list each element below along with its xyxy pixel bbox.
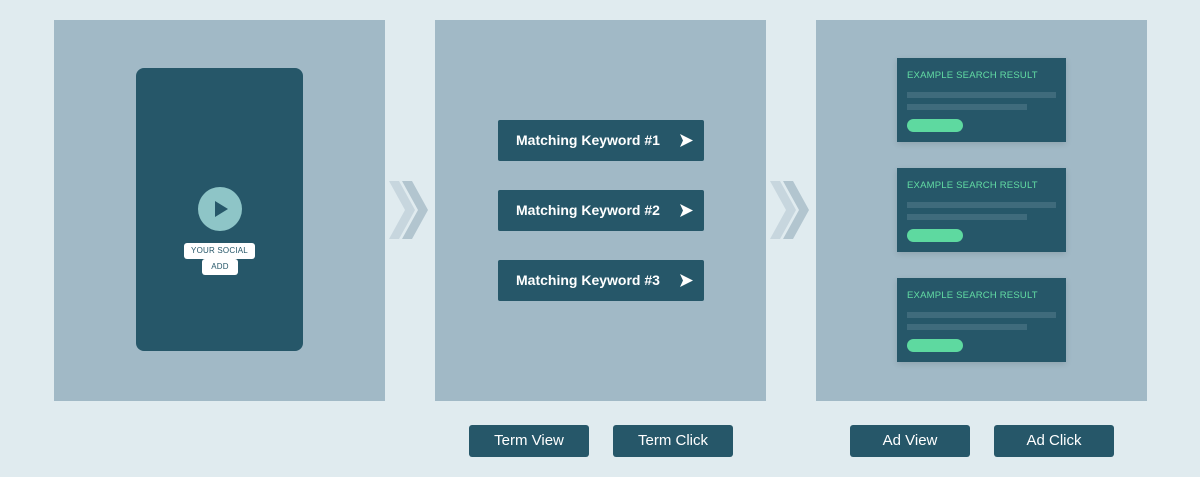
search-results-panel: EXAMPLE SEARCH RESULT EXAMPLE SEARCH RES… — [816, 20, 1147, 401]
keywords-panel: Matching Keyword #1 Matching Keyword #2 … — [435, 20, 766, 401]
send-arrow-icon — [680, 134, 693, 147]
result-cta-button[interactable] — [907, 229, 963, 242]
phone-mockup: YOUR SOCIAL ADD — [136, 68, 303, 351]
term-view-button[interactable]: Term View — [469, 425, 589, 457]
double-chevron-right-icon — [770, 181, 809, 239]
keyword-label: Matching Keyword #3 — [516, 272, 660, 288]
ad-view-button[interactable]: Ad View — [850, 425, 970, 457]
social-ad-label-line-1: YOUR SOCIAL — [184, 243, 255, 259]
play-icon — [215, 201, 228, 217]
social-ad-panel: YOUR SOCIAL ADD — [54, 20, 385, 401]
keyword-label: Matching Keyword #2 — [516, 202, 660, 218]
result-cta-button[interactable] — [907, 339, 963, 352]
ad-click-button[interactable]: Ad Click — [994, 425, 1114, 457]
search-result-title: EXAMPLE SEARCH RESULT — [907, 180, 1038, 191]
search-result-card[interactable]: EXAMPLE SEARCH RESULT — [897, 58, 1066, 142]
keyword-label: Matching Keyword #1 — [516, 132, 660, 148]
placeholder-text-line — [907, 202, 1056, 208]
placeholder-text-line — [907, 324, 1027, 330]
placeholder-text-line — [907, 92, 1056, 98]
result-cta-button[interactable] — [907, 119, 963, 132]
keyword-item-1[interactable]: Matching Keyword #1 — [498, 120, 704, 161]
search-result-title: EXAMPLE SEARCH RESULT — [907, 290, 1038, 301]
send-arrow-icon — [680, 204, 693, 217]
placeholder-text-line — [907, 312, 1056, 318]
term-click-button[interactable]: Term Click — [613, 425, 733, 457]
search-result-card[interactable]: EXAMPLE SEARCH RESULT — [897, 168, 1066, 252]
double-chevron-right-icon — [389, 181, 428, 239]
social-ad-label-line-2: ADD — [202, 259, 238, 275]
keyword-item-3[interactable]: Matching Keyword #3 — [498, 260, 704, 301]
play-button[interactable] — [198, 187, 242, 231]
search-result-card[interactable]: EXAMPLE SEARCH RESULT — [897, 278, 1066, 362]
search-result-title: EXAMPLE SEARCH RESULT — [907, 70, 1038, 81]
send-arrow-icon — [680, 274, 693, 287]
placeholder-text-line — [907, 214, 1027, 220]
keyword-item-2[interactable]: Matching Keyword #2 — [498, 190, 704, 231]
placeholder-text-line — [907, 104, 1027, 110]
